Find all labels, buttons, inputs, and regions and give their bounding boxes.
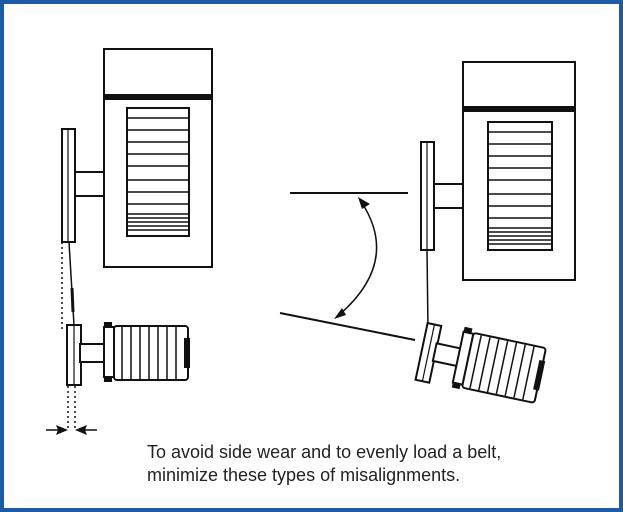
left-motor-large bbox=[103, 48, 213, 268]
right-belt bbox=[426, 249, 429, 331]
angle-arc bbox=[334, 197, 378, 319]
left-pulley-lower bbox=[66, 324, 82, 386]
caption: To avoid side wear and to evenly load a … bbox=[147, 441, 607, 487]
reference-line-angled bbox=[279, 312, 416, 341]
caption-line-2: minimize these types of misalignments. bbox=[147, 465, 461, 485]
left-motor-small bbox=[103, 322, 190, 382]
caption-line-1: To avoid side wear and to evenly load a … bbox=[147, 442, 502, 462]
left-shaft-lower bbox=[79, 343, 107, 363]
right-pulley-upper bbox=[420, 141, 435, 251]
right-shaft-upper bbox=[432, 183, 464, 209]
misalignment-diagram bbox=[46, 48, 576, 435]
offset-dimension bbox=[46, 386, 97, 435]
left-shaft-upper bbox=[73, 171, 105, 197]
left-pulley-upper bbox=[61, 128, 76, 243]
right-lower-assembly bbox=[414, 321, 547, 404]
right-motor-large bbox=[462, 61, 576, 281]
